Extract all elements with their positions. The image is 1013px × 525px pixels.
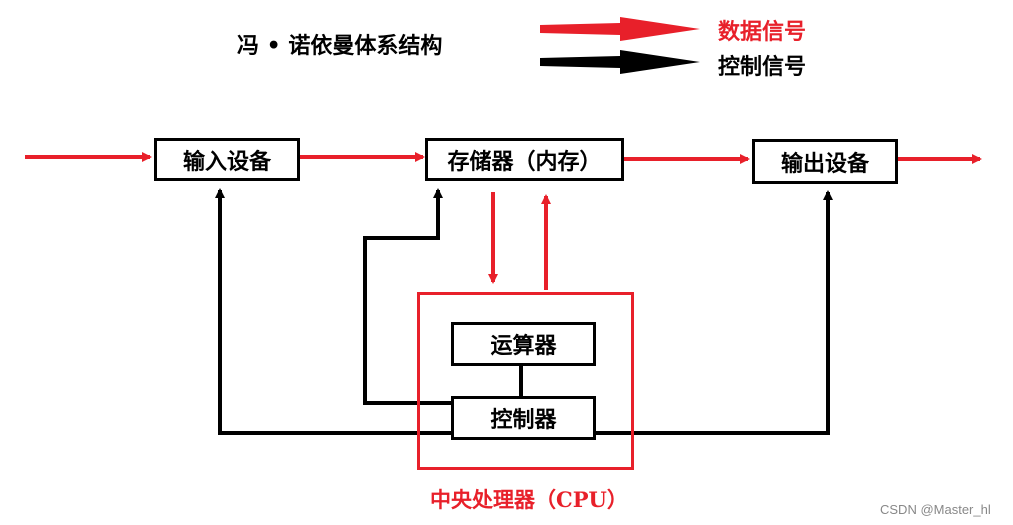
legend-data-label: 数据信号 (718, 19, 807, 45)
control-line-to-input (215, 188, 453, 435)
watermark: CSDN @Master_hl (880, 502, 991, 517)
control-unit-box: 控制器 (451, 396, 596, 440)
legend-data-arrow (540, 17, 700, 41)
control-line-to-memory (363, 188, 453, 405)
memory-box: 存储器（内存） (425, 138, 624, 181)
output-device-box: 输出设备 (752, 139, 898, 184)
legend-control-label: 控制信号 (718, 54, 807, 80)
cpu-frame (417, 292, 634, 470)
input-device-box: 输入设备 (154, 138, 300, 181)
diagram-title: 冯 • 诺依曼体系结构 (237, 33, 443, 59)
control-line-to-output (596, 190, 833, 435)
cpu-label: 中央处理器（CPU） (430, 487, 628, 512)
alu-box: 运算器 (451, 322, 596, 366)
legend-control-arrow (540, 50, 700, 74)
